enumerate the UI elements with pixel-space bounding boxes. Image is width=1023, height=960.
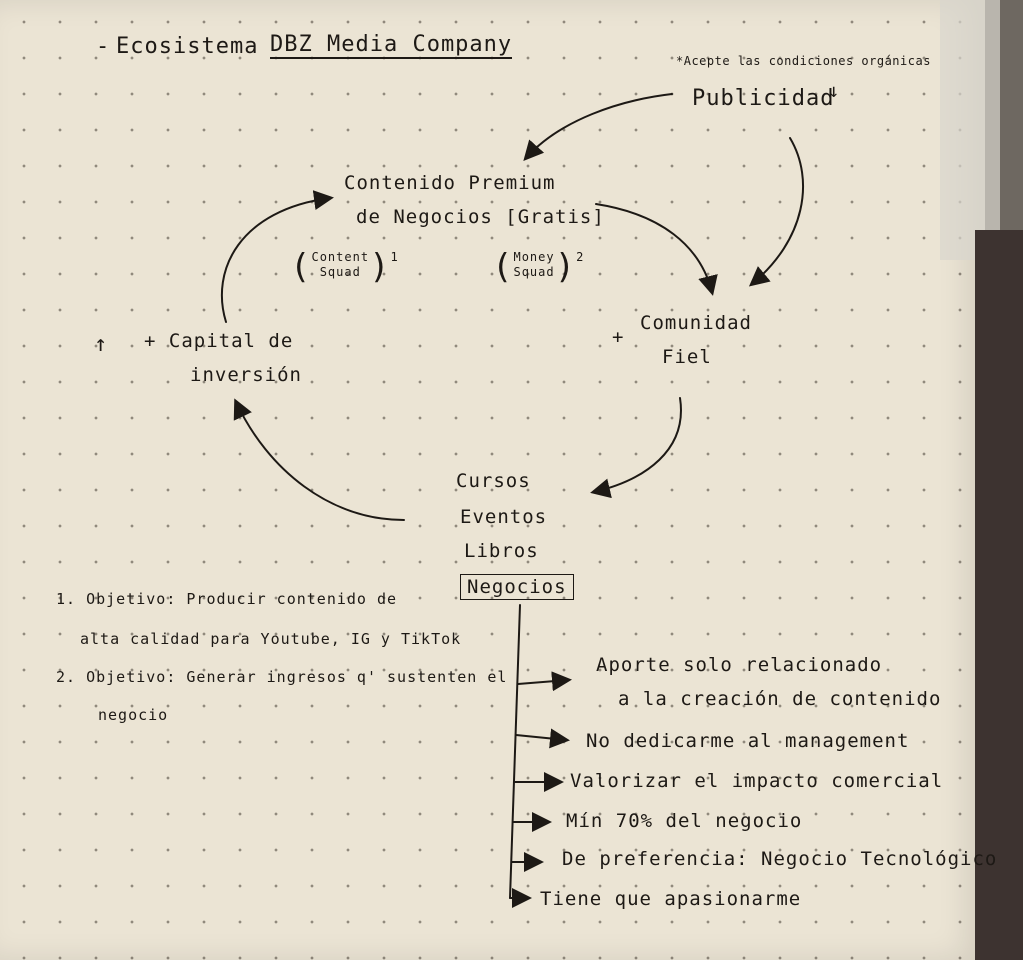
negocios-tree-trunk <box>509 604 521 899</box>
product-eventos: Eventos <box>460 506 548 528</box>
product-cursos: Cursos <box>456 470 531 492</box>
content-squad-line1: Content <box>311 250 370 264</box>
branch-1 <box>517 671 572 692</box>
product-libros: Libros <box>464 540 539 562</box>
money-squad-group: ( Money Squad ) 2 <box>492 247 585 287</box>
criterion-4: Mín 70% del negocio <box>566 810 803 832</box>
node-negocios: Negocios <box>460 574 574 600</box>
arrow-products-to-capital <box>233 398 405 521</box>
criterion-3: Valorizar el impacto comercial <box>570 770 944 792</box>
criterion-1-line1: Aporte solo relacionado <box>596 654 883 676</box>
node-contenido-line1: Contenido Premium <box>344 172 556 194</box>
arrow-comunidad-to-products <box>590 397 682 499</box>
objective-2-line2: negocio <box>98 706 169 724</box>
capital-up-arrow: ↑ <box>94 332 109 357</box>
note-down-arrow: ↓ <box>828 80 841 102</box>
criterion-2: No dedicarme al management <box>586 730 910 752</box>
page-edge <box>940 0 1000 260</box>
node-publicidad: Publicidad <box>692 86 835 111</box>
title-brand: DBZ Media Company <box>270 32 513 59</box>
objective-2-line1: 2. Objetivo: Generar ingresos q' sustent… <box>56 668 508 686</box>
title-prefix: Ecosistema <box>116 34 259 59</box>
arrow-publicidad-to-contenido <box>523 93 673 161</box>
branch-2 <box>515 728 570 749</box>
criterion-1-line2: a la creación de contenido <box>618 688 942 710</box>
node-contenido-line2: de Negocios [Gratis] <box>356 206 605 228</box>
content-squad-exponent: 1 <box>390 250 399 264</box>
criterion-6: Tiene que apasionarme <box>540 888 802 910</box>
content-squad-line2: Squad <box>319 265 361 279</box>
money-squad-line1: Money <box>513 250 555 264</box>
node-comunidad-line1: Comunidad <box>640 312 752 334</box>
title-dash: - <box>96 34 111 59</box>
node-capital-line1: + Capital de <box>144 330 294 352</box>
money-squad-exponent: 2 <box>576 250 585 264</box>
criterion-5: De preferencia: Negocio Tecnológico <box>562 848 998 870</box>
node-comunidad-line2: Fiel <box>662 346 712 368</box>
node-capital-line2: inversión <box>190 364 302 386</box>
notebook-page <box>0 0 985 960</box>
objective-1-line1: 1. Objetivo: Producir contenido de <box>56 590 398 608</box>
comunidad-plus: + <box>612 326 625 348</box>
content-squad-group: ( Content Squad ) 1 <box>290 247 399 287</box>
arrow-capital-to-contenido <box>221 190 334 323</box>
note-organic-conditions: *Acepte las condiciones orgánicas <box>676 54 931 68</box>
money-squad-line2: Squad <box>513 265 555 279</box>
arrow-contenido-to-comunidad <box>595 203 718 296</box>
arrow-publicidad-to-comunidad <box>748 137 805 287</box>
objective-1-line2: alta calidad para Youtube, IG y TikTok <box>80 630 462 648</box>
desk-background <box>975 230 1023 960</box>
